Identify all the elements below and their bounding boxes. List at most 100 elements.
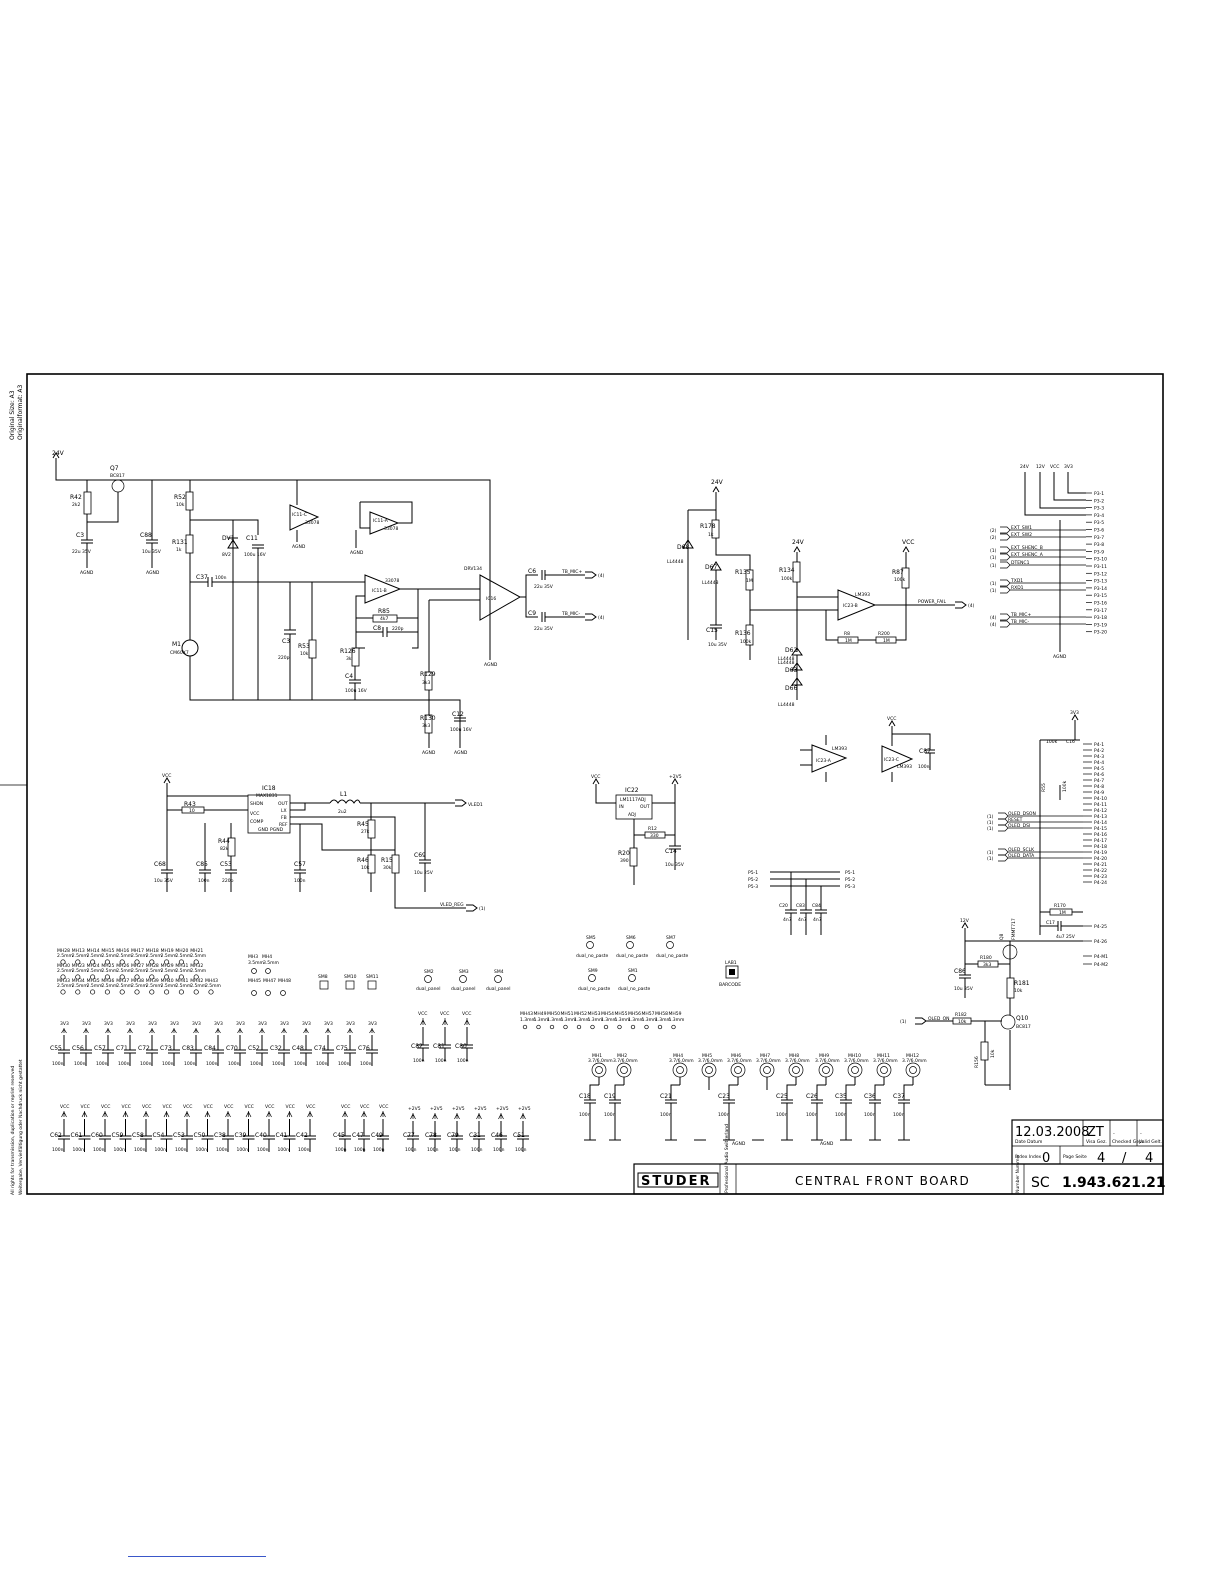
mh-strip-hole <box>603 1024 609 1030</box>
fiducial-sub: dual_no_paste <box>616 953 649 959</box>
rail-24v: 24V <box>52 450 65 457</box>
fiducial-label: SM6 <box>626 935 636 941</box>
p4-signal-list: (1)OLED_DSON(1)RESET(1)OLED_DSI(1)OLED_S… <box>987 811 1083 862</box>
mounting-hole-label: MH34 <box>72 978 85 984</box>
side-size-note: Original Size: A3 <box>9 390 16 440</box>
r180-value: 3k3 <box>983 962 991 968</box>
decap-label: C78 <box>425 1132 437 1139</box>
mh-strip-size: 1.3mm <box>601 1017 617 1023</box>
decap-label: C81 <box>433 1043 445 1050</box>
bottom-link-underline <box>128 1556 266 1557</box>
decap-value: 100n <box>278 1147 290 1153</box>
ic18-pin-fb: FB <box>281 815 287 821</box>
decap-label: C38 <box>214 1132 226 1139</box>
decap-rail: 3V3 <box>324 1021 333 1027</box>
ic11b-part: 33078 <box>385 578 399 584</box>
wire <box>1000 533 1011 541</box>
tb-mic-minus-ref: (4) <box>598 615 605 621</box>
wire <box>234 1035 246 1066</box>
wire <box>845 1084 855 1100</box>
r8-label: R8 <box>844 631 850 637</box>
p3-pin: P3-8 <box>1094 542 1104 548</box>
standoff-size: 3.7/6.0mm <box>669 1058 694 1064</box>
board-title: CENTRAL FRONT BOARD <box>795 1174 970 1188</box>
p4-pin: P4-13 <box>1094 814 1107 820</box>
fiducial-sub: dual_panel <box>486 986 510 992</box>
lab1-label: LAB1 <box>725 960 737 966</box>
decap-rail: VCC <box>224 1104 233 1110</box>
p4-pin: P4-8 <box>1094 784 1104 790</box>
p5-left-3: P5-3 <box>748 884 758 890</box>
p4-pin: P4-19 <box>1094 850 1107 856</box>
standoff-cap-value: 100n <box>864 1112 876 1118</box>
ic18-pin-ref: REF <box>279 822 288 828</box>
mounting-hole-size: 2.5mm <box>116 983 132 989</box>
r200-value: 1M <box>883 638 890 644</box>
r181-label: R181 <box>1014 980 1030 987</box>
r8-value: 1M <box>845 638 852 644</box>
c6-value: 22u 35V <box>534 584 554 590</box>
mounting-hole-label: MH14 <box>87 948 100 954</box>
standoff-ring <box>876 1062 892 1078</box>
mounting-hole-label: MH42 <box>190 978 203 984</box>
vled-boost-block: VCC R43 10 IC18 MAX1831 SHDN VCC COMP GN… <box>154 773 486 912</box>
wire <box>193 1028 199 1034</box>
mounting-hole <box>164 959 170 965</box>
p4-r-top: 100k <box>1046 739 1058 745</box>
rail-12v: 12V <box>960 918 970 924</box>
standoff-hole <box>620 1066 628 1074</box>
p3-pin: P3-18 <box>1094 615 1107 621</box>
p3-signal-name: EXT_SW1 <box>1011 525 1032 531</box>
mounting-hole-size: 2.5mm <box>57 953 73 959</box>
title-block: 12.03.2008 ZT . . Date Datum Visa Gez. C… <box>633 1119 1166 1195</box>
agnd-label: AGND <box>292 544 306 550</box>
c14-label: C14 <box>665 848 677 855</box>
wire <box>380 1111 386 1118</box>
mounting-hole <box>119 989 125 995</box>
decap-value: 100n <box>140 1061 152 1067</box>
standoff-label: MH11 <box>877 1053 890 1059</box>
p4-signal-ref: (1) <box>987 850 994 856</box>
wire <box>283 1119 296 1152</box>
standoff-ring <box>847 1062 863 1078</box>
wire <box>146 1035 158 1066</box>
p5-filter-block: P5-1 P5-2 P5-3 P5-1 P5-2 P5-3 C20 4n7 C8… <box>748 870 855 935</box>
mounting-hole-size: 2.5mm <box>190 968 206 974</box>
q10-label: Q10 <box>1016 1015 1029 1022</box>
decap-value: 100n <box>413 1058 425 1064</box>
fiducial <box>586 941 594 949</box>
mounting-hole <box>134 959 140 965</box>
agnd-label: AGND <box>350 550 364 556</box>
mic-amplifier-block: 24V Q7 BC817 R42 2k2 C3 22u 35V AGND C88… <box>52 450 605 756</box>
wire <box>105 1028 111 1034</box>
side-size-note-de: Originalformat: A3 <box>17 384 24 440</box>
wire <box>898 1099 910 1140</box>
tb-label-visa: Visa Gez. <box>1086 1139 1107 1145</box>
decap-rail: VCC <box>101 1104 110 1110</box>
p3-pin: P3-14 <box>1094 586 1107 592</box>
r46-label: R46 <box>357 857 369 864</box>
decap-value: 100n <box>216 1147 228 1153</box>
r42-value: 2k2 <box>72 502 80 508</box>
wire <box>1000 553 1011 561</box>
mounting-hole <box>104 959 110 965</box>
wire <box>102 1035 114 1066</box>
d62-label: D62 <box>785 647 797 654</box>
c87-label: C87 <box>919 748 931 755</box>
c37-label: C37 <box>196 574 208 581</box>
ic11a-part: 33078 <box>384 526 398 532</box>
standoff-label: MH4 <box>673 1053 683 1059</box>
standoff-agnd: AGND <box>820 1141 834 1147</box>
decap-rail: 3V3 <box>280 1021 289 1027</box>
mounting-hole-label: MH38 <box>131 978 144 984</box>
q7-part: BC817 <box>110 473 125 479</box>
p4-pin: P4-5 <box>1094 766 1104 772</box>
decap-rail: VCC <box>183 1104 192 1110</box>
decap-rail: 3V3 <box>82 1021 91 1027</box>
ic18-label: IC18 <box>262 785 276 792</box>
p3-rail-vcc: VCC <box>1050 464 1059 470</box>
p3-signal-ref: (4) <box>990 622 997 628</box>
wire <box>204 1111 211 1118</box>
side-rights-note-de: Weitergabe, Vervielfältigung oder Nachdr… <box>18 1059 24 1195</box>
r156-value: 10k <box>990 1049 996 1058</box>
